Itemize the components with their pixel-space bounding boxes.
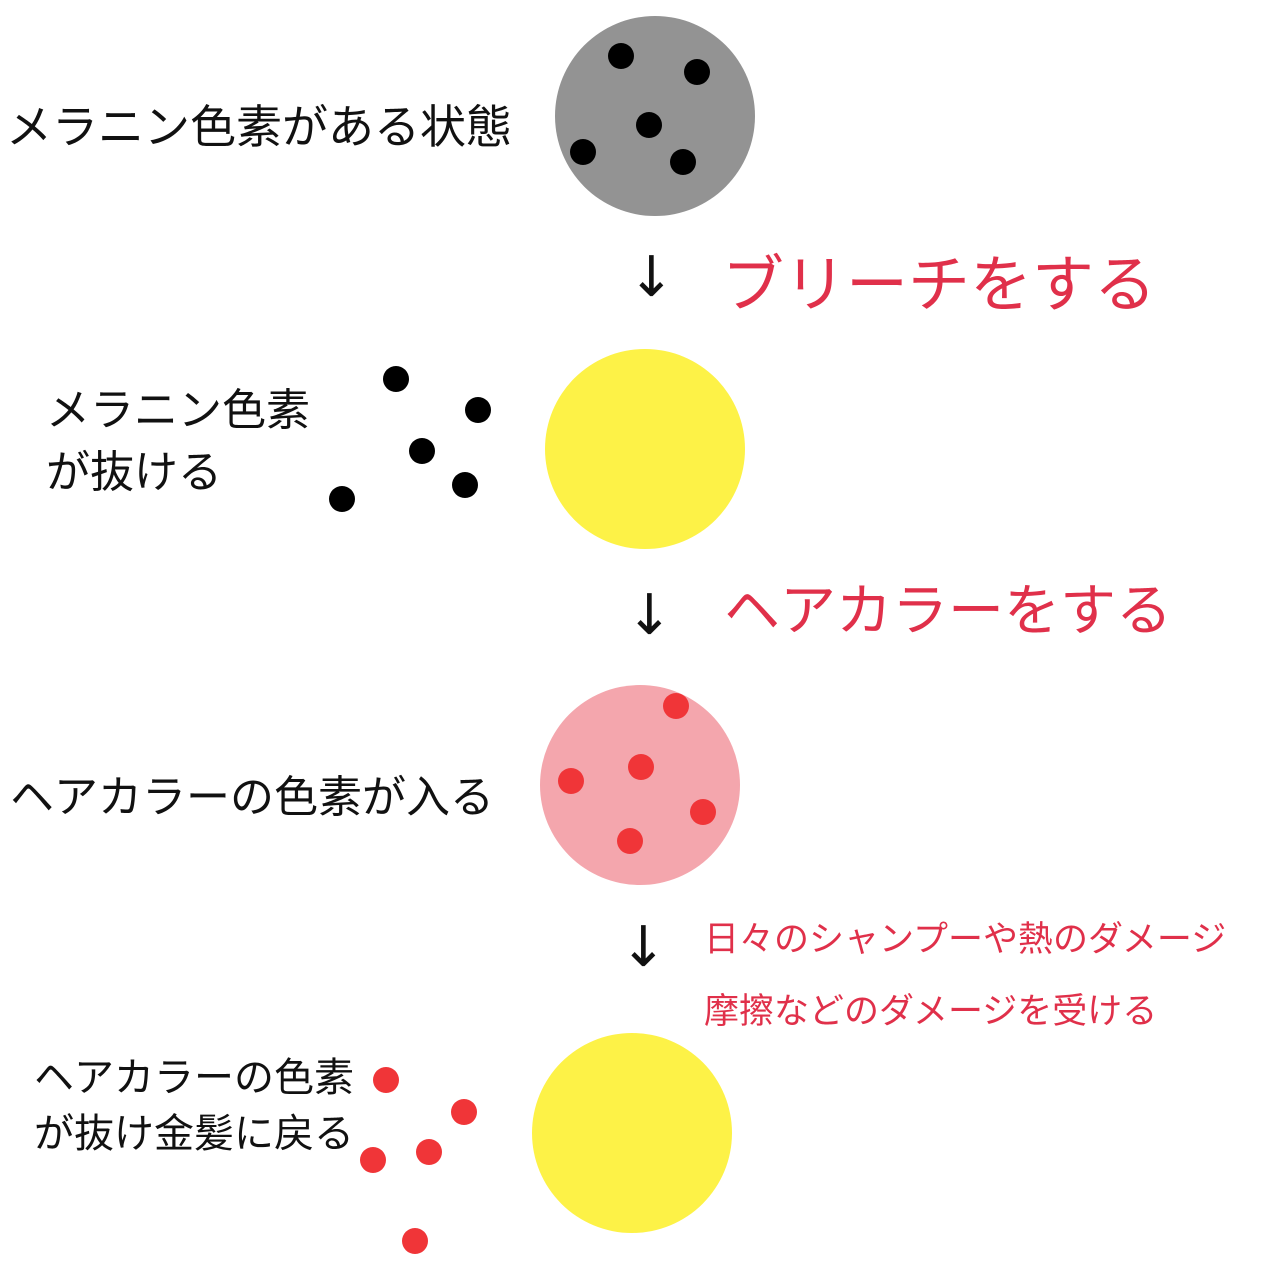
step4-label: ヘアカラーの色素 が抜け金髪に戻る bbox=[34, 1050, 354, 1162]
step2-label: メラニン色素 が抜ける bbox=[46, 380, 310, 504]
bleach-action-label: ブリーチをする bbox=[722, 248, 1157, 321]
melanin-dot bbox=[465, 397, 491, 423]
step4-label-line2: が抜け金髪に戻る bbox=[34, 1111, 354, 1157]
dye-dot bbox=[451, 1099, 477, 1125]
step4-label-line1: ヘアカラーの色素 bbox=[34, 1055, 354, 1101]
melanin-dot bbox=[608, 43, 634, 69]
damage-label-line2: 摩擦などのダメージを受ける bbox=[704, 992, 1158, 1032]
dye-dot bbox=[416, 1139, 442, 1165]
down-arrow-icon: ↓ bbox=[628, 245, 675, 310]
melanin-dot bbox=[409, 438, 435, 464]
damage-label-line1: 日々のシャンプーや熱のダメージ bbox=[704, 920, 1227, 960]
melanin-dot bbox=[570, 139, 596, 165]
melanin-dot bbox=[329, 486, 355, 512]
step2-label-line1: メラニン色素 bbox=[46, 385, 310, 436]
dye-dot bbox=[402, 1228, 428, 1254]
melanin-dot bbox=[383, 366, 409, 392]
melanin-dot bbox=[636, 112, 662, 138]
step3-label: ヘアカラーの色素が入る bbox=[10, 772, 494, 823]
dye-dot bbox=[617, 828, 643, 854]
melanin-dot bbox=[670, 149, 696, 175]
step2-label-line2: が抜ける bbox=[46, 447, 222, 498]
melanin-dot bbox=[452, 472, 478, 498]
dye-dot bbox=[360, 1147, 386, 1173]
dye-dot bbox=[663, 693, 689, 719]
dye-dot bbox=[373, 1067, 399, 1093]
color-action-label: ヘアカラーをする bbox=[724, 579, 1172, 644]
down-arrow-icon: ↓ bbox=[620, 915, 667, 980]
step1-label: メラニン色素がある状態 bbox=[6, 100, 512, 154]
hair-circle-bleached bbox=[545, 349, 745, 549]
dye-dot bbox=[628, 754, 654, 780]
dye-dot bbox=[558, 768, 584, 794]
hair-circle-blond bbox=[532, 1033, 732, 1233]
dye-dot bbox=[690, 799, 716, 825]
damage-action-label: 日々のシャンプーや熱のダメージ 摩擦などのダメージを受ける bbox=[704, 904, 1226, 1048]
melanin-dot bbox=[684, 59, 710, 85]
hair-circle-colored bbox=[540, 685, 740, 885]
down-arrow-icon: ↓ bbox=[626, 583, 673, 648]
